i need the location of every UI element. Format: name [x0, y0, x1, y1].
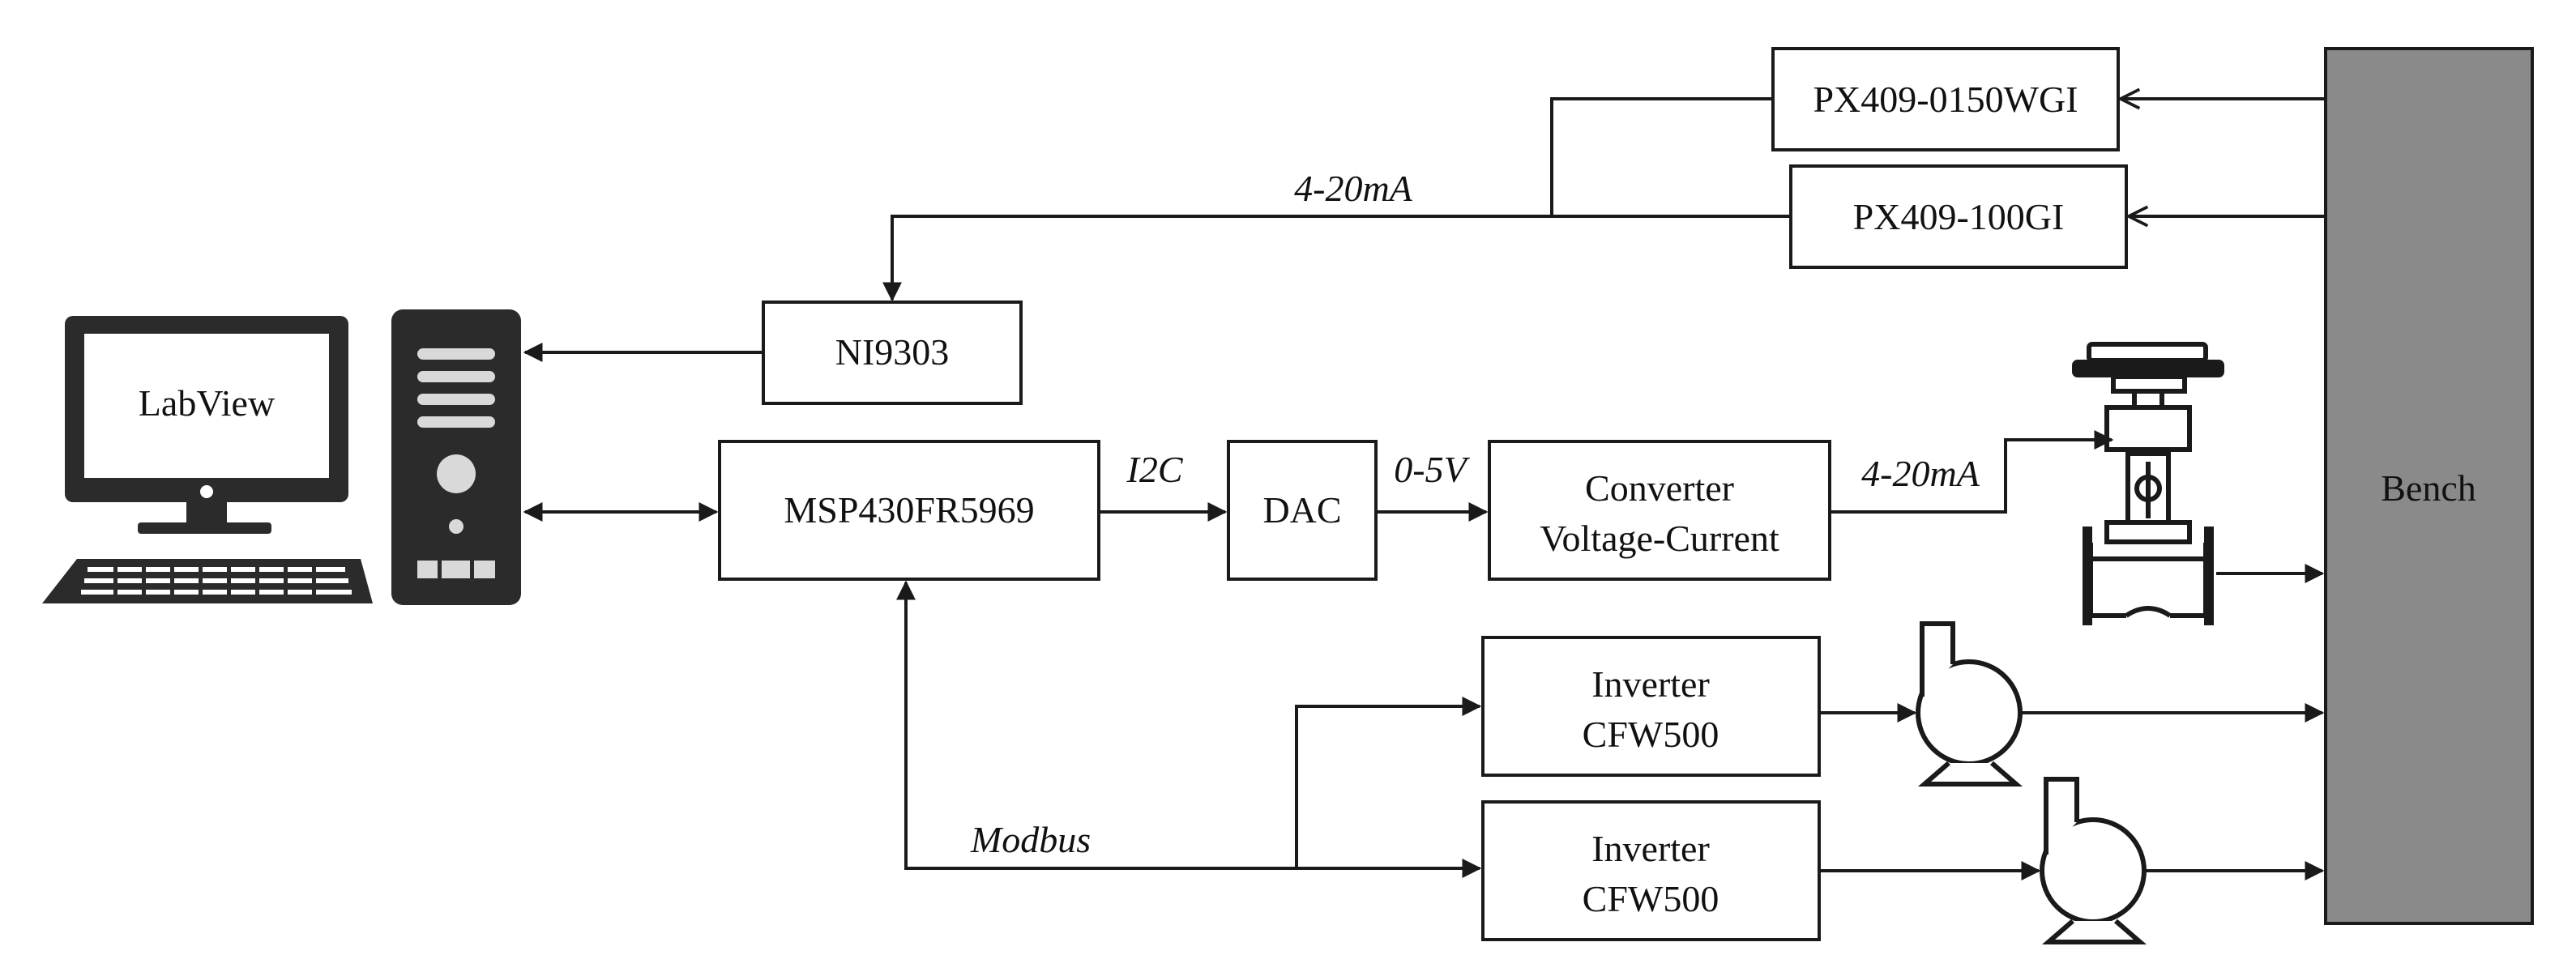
modbus-label: Modbus	[970, 819, 1091, 860]
converter-label-line1: Converter	[1585, 467, 1734, 509]
sensor-current-label: 4-20mA	[1294, 168, 1413, 209]
valve-current-label: 4-20mA	[1861, 453, 1980, 494]
i2c-label: I2C	[1126, 449, 1184, 490]
px409-100gi-block	[1789, 164, 2128, 269]
px409-0150wgi-block	[1771, 47, 2120, 151]
converter-to-valve-line	[1830, 430, 2114, 514]
converter-label-line2: Voltage-Current	[1540, 518, 1779, 559]
px409-0150wgi-label: PX409-0150WGI	[1813, 79, 2078, 120]
msp430-label: MSP430FR5969	[784, 489, 1034, 531]
inverter-2-block	[1481, 800, 1821, 941]
inverter-1-label-line1: Inverter	[1591, 663, 1710, 705]
inverter-2-label-line1: Inverter	[1591, 828, 1710, 869]
pump-2-icon	[2040, 777, 2147, 944]
computer-tower-icon	[391, 309, 521, 605]
ni9303-label: NI9303	[835, 331, 950, 373]
bench-label: Bench	[2381, 467, 2476, 509]
bench-block	[2324, 47, 2534, 925]
msp430-block	[718, 440, 1100, 581]
sensor-bus-to-ni9303-line	[882, 215, 1552, 302]
control-valve-icon	[2072, 342, 2224, 625]
modbus-to-inverter-1-line	[1295, 697, 1482, 868]
px409-100gi-label: PX409-100GI	[1853, 196, 2065, 237]
dac-voltage-label: 0-5V	[1394, 449, 1470, 490]
px409-0150-output-line	[1550, 97, 1773, 216]
labview-label: LabView	[139, 382, 276, 424]
dac-label: DAC	[1262, 489, 1341, 531]
inverter-1-block	[1481, 636, 1821, 777]
inverter-1-label-line2: CFW500	[1583, 714, 1719, 755]
monitor-icon	[42, 316, 373, 603]
inverter-2-label-line2: CFW500	[1583, 878, 1719, 919]
modbus-bus-line	[896, 580, 1297, 870]
pump-1-icon	[1916, 621, 2023, 787]
